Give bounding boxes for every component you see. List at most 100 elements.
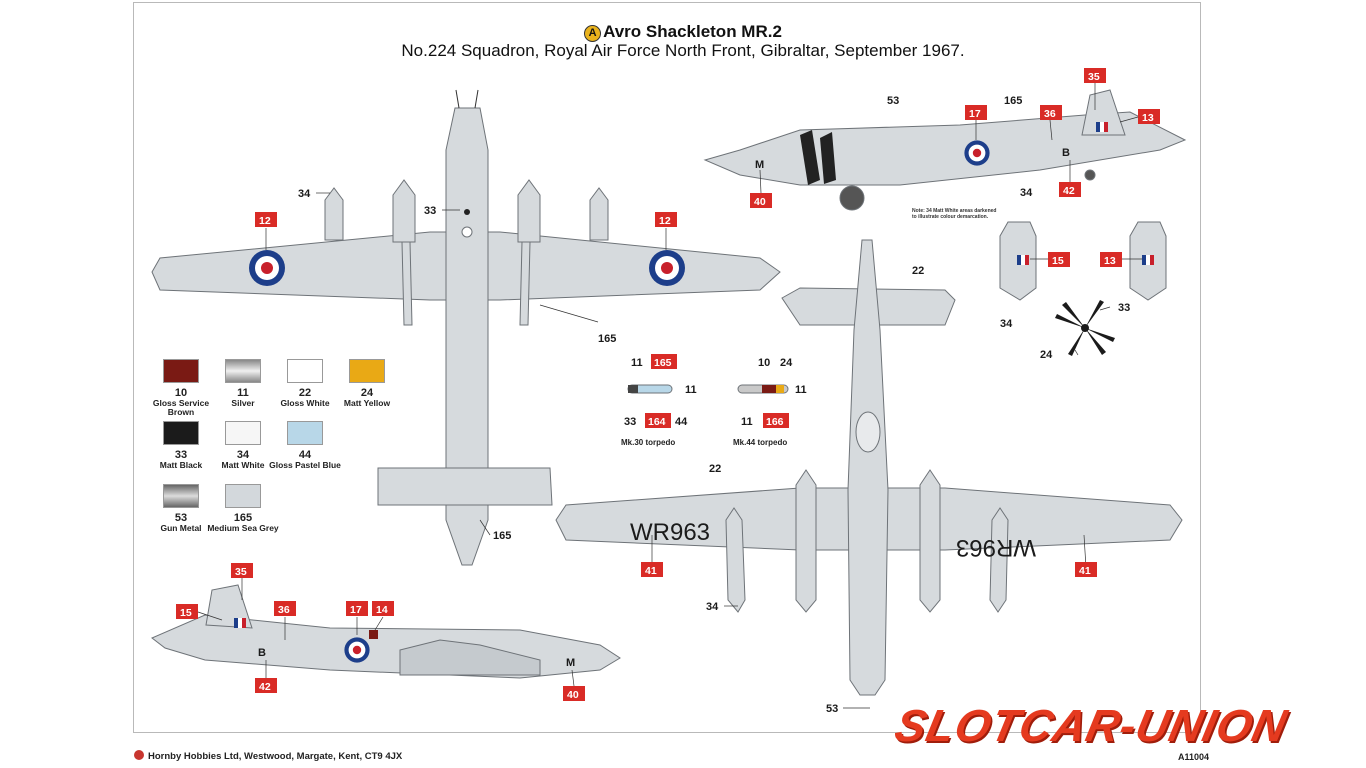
svg-text:42: 42 — [259, 681, 271, 693]
torpedo-mk30 — [627, 384, 673, 394]
kit-code: A11004 — [1178, 752, 1210, 762]
svg-text:41: 41 — [1079, 565, 1091, 577]
decal-tag-36-bottom: 36 — [274, 601, 296, 616]
svg-text:165: 165 — [598, 333, 616, 345]
svg-text:34: 34 — [298, 188, 311, 200]
svg-text:34: 34 — [1020, 187, 1033, 199]
svg-text:40: 40 — [567, 689, 579, 701]
svg-text:44: 44 — [675, 416, 688, 428]
decal-tag-12-left: 12 — [255, 212, 277, 227]
underside-fuselage — [847, 239, 889, 696]
side-view-port — [151, 584, 621, 679]
svg-text:53: 53 — [826, 703, 838, 715]
fin-flash-right — [1142, 255, 1154, 265]
swatch-22 — [287, 359, 323, 383]
code-letter-front: M — [755, 159, 764, 171]
torpedo-mk44 — [737, 384, 789, 394]
svg-text:12: 12 — [259, 215, 271, 227]
decal-tag-13-top: 13 — [1138, 109, 1160, 124]
aircraft-name: Avro Shackleton MR.2 — [603, 22, 782, 41]
decal-tag-35-top: 35 — [1084, 68, 1106, 83]
underwing-serial-left: WR963 — [630, 519, 710, 546]
decal-tag-13-fin: 13 — [1100, 252, 1122, 267]
paint-callouts: 34 33 165 165 53 165 34 22 34 33 24 11 1… — [298, 95, 1130, 715]
decal-tag-166-torp: 166 — [763, 413, 789, 428]
publisher-address: Hornby Hobbies Ltd, Westwood, Margate, K… — [148, 751, 403, 762]
svg-text:15: 15 — [180, 607, 192, 619]
swatch-165 — [225, 484, 261, 508]
svg-text:10: 10 — [758, 357, 770, 369]
svg-text:34: 34 — [1000, 318, 1013, 330]
svg-text:11: 11 — [685, 384, 697, 396]
port-code-letter-front: M — [566, 657, 575, 669]
side-fin-flash-starboard — [1096, 122, 1108, 132]
swatch-44 — [287, 421, 323, 445]
svg-text:35: 35 — [1088, 71, 1100, 83]
decal-tag-15-bottom: 15 — [176, 604, 198, 619]
svg-text:164: 164 — [648, 416, 666, 428]
decal-14-panel — [369, 630, 378, 639]
svg-text:36: 36 — [278, 604, 290, 616]
svg-text:17: 17 — [969, 108, 981, 120]
watermark-logo: SLOTCAR-UNION — [890, 700, 1292, 751]
decal-tags: 12 12 35 17 36 13 40 42 15 13 165 164 16… — [176, 68, 1160, 701]
scheme-subtitle: No.224 Squadron, Royal Air Force North F… — [401, 41, 965, 60]
mk30-torpedo-caption: Mk.30 torpedo — [621, 438, 676, 447]
svg-text:11: 11 — [741, 416, 753, 428]
underside-view — [555, 239, 1183, 696]
underwing-serial-right: WR963 — [956, 534, 1036, 561]
top-wing-roundel-left — [249, 250, 285, 286]
svg-text:13: 13 — [1142, 112, 1154, 124]
svg-text:11: 11 — [795, 384, 807, 396]
svg-text:40: 40 — [754, 196, 766, 208]
decal-tag-41-right: 41 — [1075, 562, 1097, 577]
side-fin-flash-port — [234, 618, 246, 628]
decal-tag-15-fin: 15 — [1048, 252, 1070, 267]
svg-text:13: 13 — [1104, 255, 1116, 267]
svg-text:165: 165 — [654, 357, 672, 369]
decal-tag-165-torp: 165 — [651, 354, 677, 369]
svg-text:165: 165 — [493, 530, 511, 542]
hornby-globe-icon — [134, 750, 144, 760]
decal-tag-14-bottom: 14 — [372, 601, 394, 616]
decal-tag-17-bottom: 17 — [346, 601, 368, 616]
side-view-starboard — [703, 89, 1187, 211]
decal-tag-164-torp: 164 — [645, 413, 671, 428]
top-view-fuselage — [445, 107, 489, 566]
decal-tag-40-top: 40 — [750, 193, 772, 208]
svg-text:14: 14 — [376, 604, 388, 616]
swatch-34 — [225, 421, 261, 445]
decal-tag-42-top: 42 — [1059, 182, 1081, 197]
svg-text:15: 15 — [1052, 255, 1064, 267]
swatch-10 — [163, 359, 199, 383]
callout-leaders — [197, 83, 1142, 709]
svg-text:33: 33 — [424, 205, 436, 217]
fin-flash-left — [1017, 255, 1029, 265]
underside-nacelles — [725, 469, 1009, 613]
svg-text:53: 53 — [887, 95, 899, 107]
svg-text:12: 12 — [659, 215, 671, 227]
svg-text:22: 22 — [709, 463, 721, 475]
top-wing-roundel-right — [649, 250, 685, 286]
svg-text:35: 35 — [235, 566, 247, 578]
svg-text:36: 36 — [1044, 108, 1056, 120]
swatch-53 — [163, 484, 199, 508]
decal-tag-42-bottom: 42 — [255, 678, 277, 693]
swatch-24 — [349, 359, 385, 383]
svg-text:11: 11 — [631, 357, 643, 369]
decal-tag-36-top: 36 — [1040, 105, 1062, 120]
top-view-nacelles — [324, 179, 609, 326]
decal-tag-41-left: 41 — [641, 562, 663, 577]
svg-text:165: 165 — [1004, 95, 1022, 107]
svg-text:34: 34 — [706, 601, 719, 613]
colour-note: Note: 34 Matt White areas darkened to il… — [912, 208, 997, 220]
decal-tag-35-bottom: 35 — [231, 563, 253, 578]
svg-text:22: 22 — [912, 265, 924, 277]
